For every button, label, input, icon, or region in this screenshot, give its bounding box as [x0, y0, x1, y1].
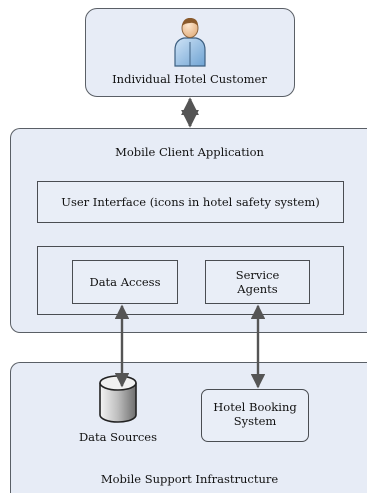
customer-panel: Individual Hotel Customer: [85, 8, 295, 97]
customer-label: Individual Hotel Customer: [112, 72, 267, 86]
hotel-booking-label: Hotel Booking System: [213, 400, 297, 428]
data-access-box: Data Access: [72, 260, 178, 304]
infrastructure-title: Mobile Support Infrastructure: [100, 472, 279, 486]
data-sources-label: Data Sources: [78, 430, 158, 444]
client-app-title: Mobile Client Application: [115, 145, 264, 159]
user-interface-box: User Interface (icons in hotel safety sy…: [37, 181, 344, 223]
components-group-box: [37, 246, 344, 315]
data-access-label: Data Access: [89, 275, 161, 289]
service-agents-box: Service Agents: [205, 260, 310, 304]
hotel-booking-box: Hotel Booking System: [201, 389, 309, 442]
user-interface-label: User Interface (icons in hotel safety sy…: [61, 195, 320, 209]
person-icon: [174, 18, 206, 67]
service-agents-label: Service Agents: [235, 268, 280, 296]
